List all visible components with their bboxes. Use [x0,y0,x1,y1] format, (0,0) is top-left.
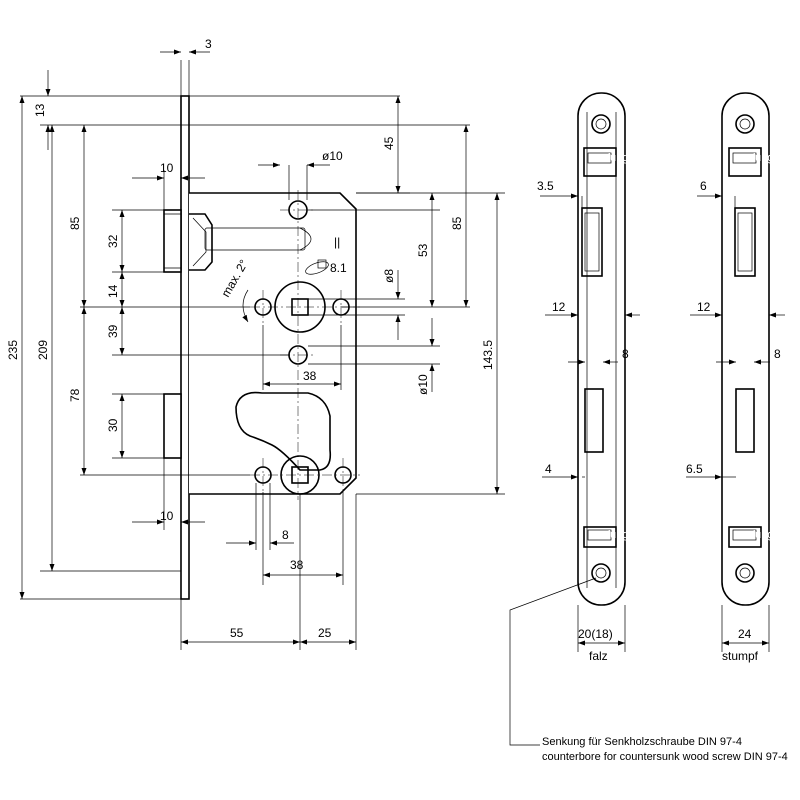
dimensions-top: 3 [20,37,470,600]
dim-8-stumpf: 8 [774,347,781,361]
dim-85-right: 85 [450,216,464,230]
svg-text:Prüfung: Prüfung [590,529,629,541]
dim-55: 55 [230,626,244,640]
dim-3: 3 [205,37,212,51]
dim-53: 53 [416,243,430,257]
key-cam [235,391,332,471]
lock-case [189,192,357,495]
latch-tail [204,227,306,251]
lock-view: max. 2° [163,95,360,600]
label-falz: falz [589,649,608,663]
dim-dia10-top: ø10 [322,149,343,163]
dim-39: 39 [106,324,120,338]
cam-slot [305,261,329,275]
dim-38-mid: 38 [303,369,317,383]
svg-text:Prüfung: Prüfung [590,152,629,164]
dim-8-falz: 8 [622,347,629,361]
dim-13: 13 [33,103,47,117]
note-de: Senkung für Senkholzschraube DIN 97-4 [542,736,742,748]
dead-bolt [163,393,182,459]
dim-dia10-right: ø10 [416,374,430,395]
dimensions-bottom: 8 38 55 25 [180,483,357,650]
svg-text:Prüfung: Prüfung [735,152,774,164]
dim-3-5: 3.5 [537,179,554,193]
dimensions-right: ø10 || 8.1 ø8 45 53 85 143.5 ø10 [258,96,505,495]
dim-30: 30 [106,418,120,432]
dim-235: 235 [6,340,20,360]
dim-25: 25 [318,626,332,640]
dimensions-left: 13 235 209 85 78 32 14 39 30 [6,70,290,599]
dim-85-left: 85 [68,216,82,230]
dim-dia8: ø8 [382,269,396,283]
strike-plate-stumpf: Prüfung Prüfung 6 12 8 6.5 24 stumpf [686,92,785,663]
dim-4: 4 [545,462,552,476]
dim-6-5: 6.5 [686,462,703,476]
double-bar: || [334,235,340,249]
latch-bolt [163,209,213,273]
dim-143-5: 143.5 [481,340,495,370]
dim-45: 45 [382,136,396,150]
dim-10-top: 10 [160,161,174,175]
dim-24: 24 [738,627,752,641]
dim-38-bottom: 38 [290,558,304,572]
svg-text:Prüfung: Prüfung [735,529,774,541]
dim-8-1: 8.1 [330,261,347,275]
counterbore-note: Senkung für Senkholzschraube DIN 97-4 co… [509,577,788,763]
dim-12-falz: 12 [552,300,566,314]
dim-209: 209 [36,340,50,360]
dim-12-stumpf: 12 [697,300,711,314]
dim-10-bottom: 10 [160,509,174,523]
note-en: counterbore for countersunk wood screw D… [542,751,788,763]
dim-8-bottom: 8 [282,528,289,542]
dim-20-18: 20(18) [578,627,613,641]
dim-6: 6 [700,179,707,193]
dim-32: 32 [106,234,120,248]
tail-end [299,227,312,251]
label-stumpf: stumpf [722,649,759,663]
strike-plate-falz: Prüfung Prüfung 3.5 12 8 4 20(18) falz [537,92,640,663]
faceplate [180,95,190,600]
dim-78: 78 [68,388,82,402]
dim-14: 14 [106,284,120,298]
